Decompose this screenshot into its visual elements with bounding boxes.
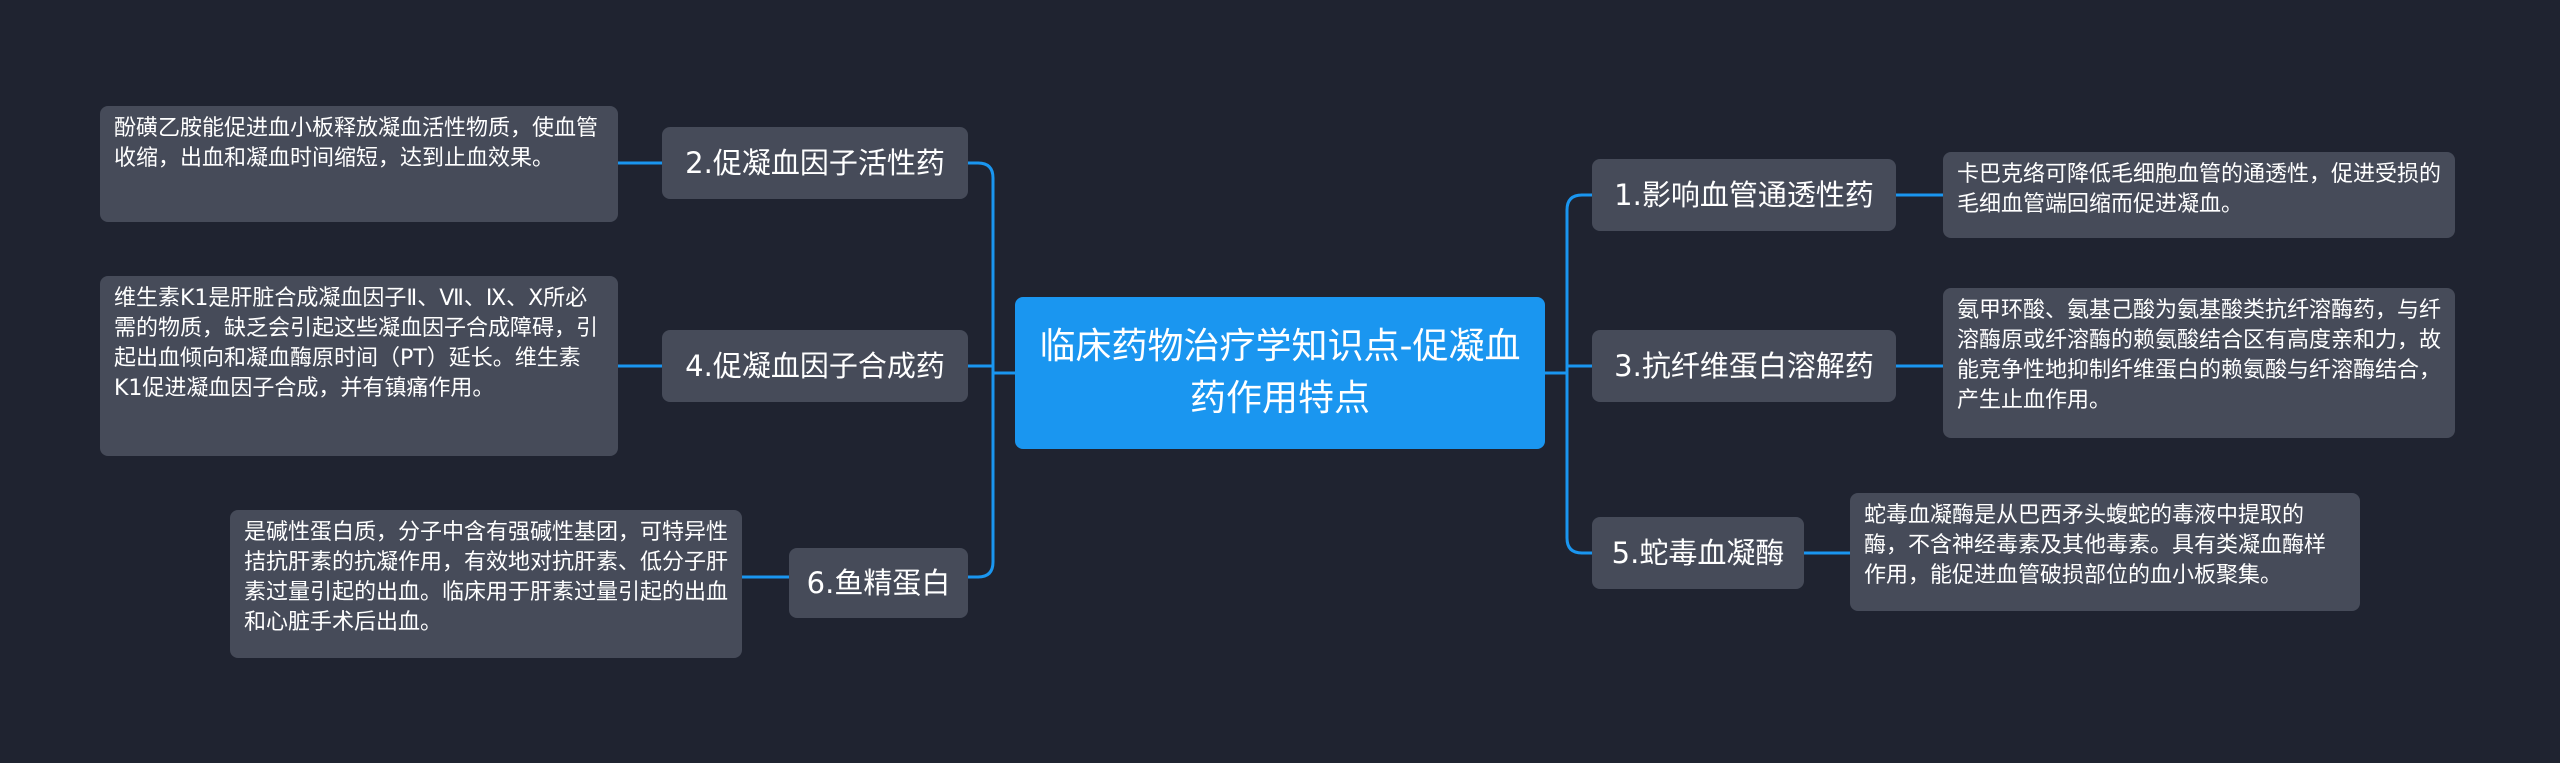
detail-node-5[interactable]: 蛇毒血凝酶是从巴西矛头蝮蛇的毒液中提取的酶，不含神经毒素及其他毒素。具有类凝血酶… (1850, 493, 2360, 611)
branch-node-2[interactable]: 2.促凝血因子活性药 (662, 127, 968, 199)
detail-node-6[interactable]: 是碱性蛋白质，分子中含有强碱性基团，可特异性拮抗肝素的抗凝作用，有效地对抗肝素、… (230, 510, 742, 658)
detail-node-2[interactable]: 酚磺乙胺能促进血小板释放凝血活性物质，使血管收缩，出血和凝血时间缩短，达到止血效… (100, 106, 618, 222)
branch-label-3: 3.抗纤维蛋白溶解药 (1614, 349, 1874, 383)
branch-node-5[interactable]: 5.蛇毒血凝酶 (1592, 517, 1804, 589)
detail-node-1[interactable]: 卡巴克络可降低毛细胞血管的通透性，促进受损的毛细血管端回缩而促进凝血。 (1943, 152, 2455, 238)
branch-label-2: 2.促凝血因子活性药 (685, 146, 945, 180)
detail-text-4: 维生素K1是肝脏合成凝血因子Ⅱ、Ⅶ、Ⅸ、Ⅹ所必需的物质，缺乏会引起这些凝血因子合… (114, 286, 599, 401)
branch-label-1: 1.影响血管通透性药 (1614, 178, 1874, 212)
detail-text-6: 是碱性蛋白质，分子中含有强碱性基团，可特异性拮抗肝素的抗凝作用，有效地对抗肝素、… (244, 520, 729, 635)
branch-label-5: 5.蛇毒血凝酶 (1611, 536, 1785, 570)
connector-right-trunk (1565, 193, 1584, 555)
detail-text-3: 氨甲环酸、氨基己酸为氨基酸类抗纤溶酶药，与纤溶酶原或纤溶酶的赖氨酸结合区有高度亲… (1957, 298, 2442, 413)
detail-text-2: 酚磺乙胺能促进血小板释放凝血活性物质，使血管收缩，出血和凝血时间缩短，达到止血效… (114, 116, 599, 171)
branch-node-3[interactable]: 3.抗纤维蛋白溶解药 (1592, 330, 1896, 402)
detail-node-4[interactable]: 维生素K1是肝脏合成凝血因子Ⅱ、Ⅶ、Ⅸ、Ⅹ所必需的物质，缺乏会引起这些凝血因子合… (100, 276, 618, 456)
root-node[interactable]: 临床药物治疗学知识点-促凝血药作用特点 (1015, 297, 1545, 449)
branch-node-6[interactable]: 6.鱼精蛋白 (789, 548, 968, 618)
detail-node-3[interactable]: 氨甲环酸、氨基己酸为氨基酸类抗纤溶酶药，与纤溶酶原或纤溶酶的赖氨酸结合区有高度亲… (1943, 288, 2455, 438)
detail-text-5: 蛇毒血凝酶是从巴西矛头蝮蛇的毒液中提取的酶，不含神经毒素及其他毒素。具有类凝血酶… (1864, 503, 2327, 588)
branch-label-4: 4.促凝血因子合成药 (685, 349, 945, 383)
root-label: 临床药物治疗学知识点-促凝血药作用特点 (1039, 326, 1521, 419)
connector-left-trunk (976, 161, 995, 579)
branch-label-6: 6.鱼精蛋白 (806, 566, 951, 600)
branch-node-1[interactable]: 1.影响血管通透性药 (1592, 159, 1896, 231)
branch-node-4[interactable]: 4.促凝血因子合成药 (662, 330, 968, 402)
detail-text-1: 卡巴克络可降低毛细胞血管的通透性，促进受损的毛细血管端回缩而促进凝血。 (1957, 162, 2442, 217)
